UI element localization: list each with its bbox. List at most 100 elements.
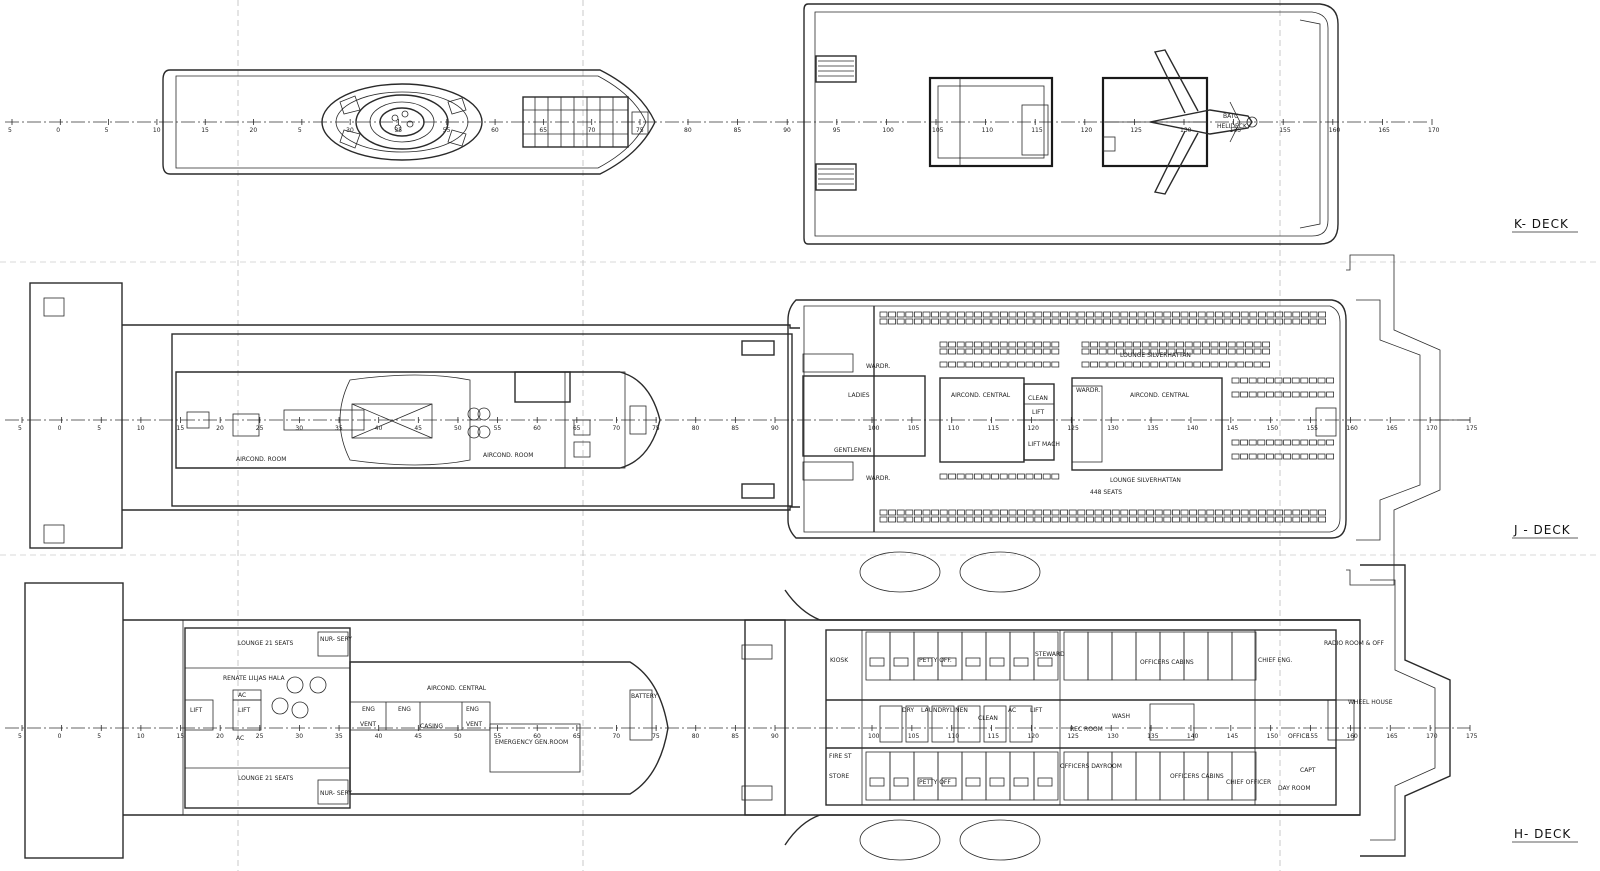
k-deck-frame-label: 160	[1329, 127, 1341, 134]
lounge-seat	[999, 361, 1008, 368]
label-rec-room: REC ROOM	[1070, 726, 1103, 733]
lounge-seat	[1249, 516, 1258, 523]
lounge-seat	[1129, 509, 1137, 516]
lounge-seat	[1266, 509, 1275, 516]
lounge-seat	[1197, 509, 1206, 516]
lounge-seat	[1176, 341, 1184, 348]
lounge-seat	[1094, 516, 1103, 523]
lounge-seat	[1025, 516, 1034, 523]
lounge-seat	[939, 318, 948, 325]
lounge-seat	[1189, 509, 1197, 516]
lounge-seat	[1309, 439, 1317, 446]
k-deck-frame-label: 60	[491, 127, 499, 134]
lounge-seat	[1317, 391, 1326, 398]
officer-cabin	[1087, 631, 1113, 681]
lounge-seat	[965, 318, 974, 325]
label-laundry: LAUNDRY	[921, 707, 950, 714]
lounge-seat	[1098, 341, 1107, 348]
lounge-seat	[896, 318, 905, 325]
k-deck-frame-label: 55	[443, 127, 451, 134]
lounge-seat	[1223, 516, 1232, 523]
lounge-seat	[896, 516, 905, 523]
service-room	[1009, 705, 1033, 743]
lounge-seat	[888, 318, 896, 325]
j-deck-frame-label: 155	[1307, 425, 1319, 432]
h-deck-frame-label: 85	[731, 733, 739, 740]
lounge-seat	[879, 509, 888, 516]
label-radio-room: RADIO ROOM & OFF	[1324, 640, 1385, 647]
label-batc: BATC	[1223, 113, 1238, 120]
h-deck-frame-label: 80	[692, 733, 700, 740]
lounge-seat	[1240, 377, 1248, 384]
lounge-seat	[1043, 516, 1051, 523]
label-h-lounge-top: LOUNGE 21 SEATS	[238, 640, 294, 647]
label-wardr-3: WARDR.	[1076, 387, 1100, 394]
lounge-seat	[1146, 509, 1154, 516]
lounge-seat	[1309, 516, 1318, 523]
lounge-seat	[939, 509, 948, 516]
lounge-seat	[1051, 361, 1060, 368]
h-deck-plan: LOUNGE 21 SEATS LOUNGE 21 SEATS NUR- SER…	[5, 551, 1470, 861]
lounge-seat	[1248, 439, 1257, 446]
h-deck-frame-label: 40	[375, 733, 383, 740]
lounge-seat	[1236, 341, 1245, 348]
h-deck-frame-label: 90	[771, 733, 779, 740]
lounge-seat	[1133, 341, 1141, 348]
label-h-aircond-central: AIRCOND. CENTRAL	[427, 685, 487, 692]
k-deck-frame-label: 0	[56, 127, 60, 134]
lounge-seat	[905, 311, 914, 318]
lounge-seat	[1176, 348, 1184, 355]
lounge-seat	[1150, 348, 1159, 355]
lounge-seat	[1154, 318, 1163, 325]
lounge-seat	[1301, 509, 1309, 516]
lounge-seat	[1300, 391, 1309, 398]
lounge-seat	[982, 318, 991, 325]
lounge-seat	[1291, 377, 1300, 384]
j-deck-frame-label: 40	[375, 425, 383, 432]
officer-cabin	[1135, 631, 1161, 681]
lounge-seat	[1146, 318, 1154, 325]
h-deck-frame-label: 5	[97, 733, 101, 740]
lounge-seat	[948, 509, 957, 516]
lounge-seat	[1068, 318, 1077, 325]
lounge-seat	[1318, 311, 1326, 318]
cabin-berth	[869, 657, 885, 667]
lounge-seat	[905, 509, 914, 516]
cabin-berth	[1037, 657, 1053, 667]
label-ladies: LADIES	[848, 392, 870, 399]
j-deck-frame-label: 125	[1067, 425, 1079, 432]
lounge-seat	[1172, 509, 1180, 516]
lounge-seat	[1068, 516, 1077, 523]
lounge-seat	[957, 516, 965, 523]
lounge-seat	[1197, 516, 1206, 523]
j-deck-frame-label: 60	[533, 425, 541, 432]
lounge-seat	[1111, 509, 1120, 516]
lounge-seat	[1240, 318, 1249, 325]
lounge-seat	[1154, 509, 1163, 516]
lounge-seat	[1210, 341, 1219, 348]
label-pettyoff-bottom: PETTY OFF	[919, 779, 951, 786]
service-room	[905, 705, 929, 743]
k-deck-plan: BATC HELIDECK	[5, 3, 1430, 245]
label-wardr-1: WARDR.	[866, 363, 890, 370]
lounge-seat	[1283, 391, 1291, 398]
h-deck-frame-label: 115	[988, 733, 1000, 740]
lounge-seat	[1094, 509, 1103, 516]
h-deck-frame-label: 65	[573, 733, 581, 740]
label-lounge-top: LOUNGE SILVERHATTAN	[1120, 352, 1191, 359]
lounge-seat	[1184, 341, 1193, 348]
h-deck-frame-label: 70	[612, 733, 620, 740]
lounge-seat	[1081, 348, 1090, 355]
lounge-seat	[1103, 318, 1111, 325]
lounge-seat	[1167, 348, 1176, 355]
officer-cabin	[1087, 751, 1113, 801]
lounge-seat	[1184, 361, 1193, 368]
lounge-seat	[1326, 391, 1334, 398]
lounge-seat	[1017, 318, 1025, 325]
lounge-seat	[1017, 348, 1025, 355]
cabin-berth	[965, 777, 981, 787]
label-nursery-top: NUR- SERY	[320, 636, 352, 643]
service-room	[983, 705, 1007, 743]
lounge-seat	[1309, 377, 1317, 384]
lounge-seat	[1309, 318, 1318, 325]
